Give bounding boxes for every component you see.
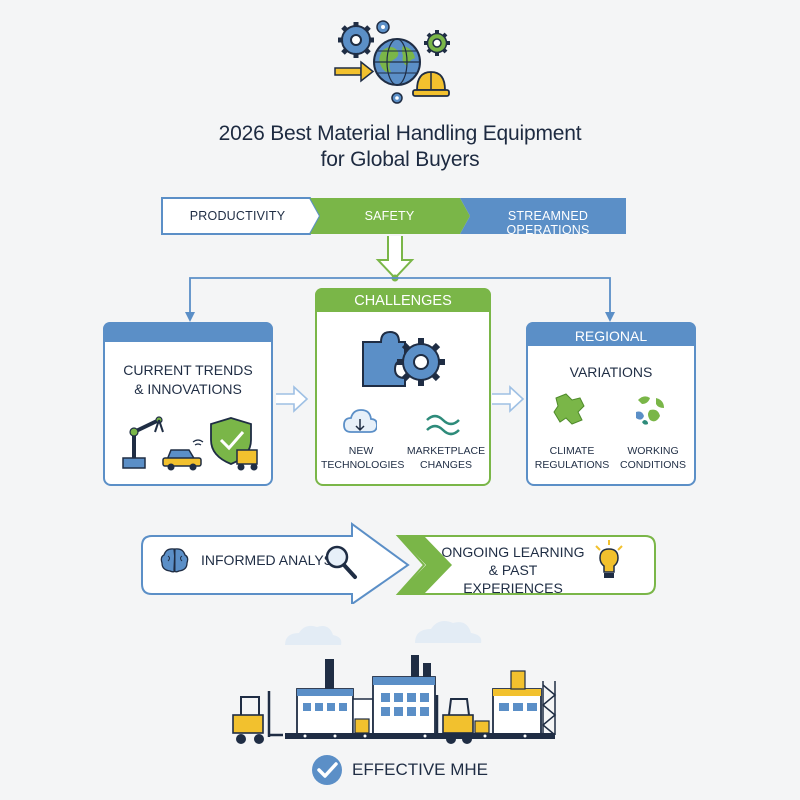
forklift-icon [435, 695, 474, 744]
factory-icon [232, 621, 557, 744]
connector-lines [185, 236, 615, 322]
regional-label-working-conditions: Working Conditions [620, 445, 686, 471]
page-title: 2026 Best Material Handling Equipment [218, 122, 582, 145]
forklift-icon [236, 449, 258, 471]
pillar-bar [161, 197, 626, 235]
wave-icon [426, 414, 460, 436]
gear-icon [376, 20, 390, 34]
header-icon-cluster [334, 20, 450, 104]
pillar-productivity: Productivity [189, 209, 286, 223]
puzzle-gear-icon [362, 330, 445, 387]
regional-header: Regional [574, 328, 648, 344]
cloud-icon [343, 409, 377, 433]
magnifier-icon [325, 545, 357, 579]
globe-icon [373, 38, 421, 86]
trends-title-line2: & Innovations [134, 381, 242, 397]
page-subtitle: for Global Buyers [320, 148, 480, 171]
check-circle-icon [312, 755, 342, 785]
card-challenges: Challenges New Technologies Marketplace … [315, 288, 491, 486]
gear-icon [391, 92, 403, 104]
card-current-trends: Current Trends & Innovations [103, 322, 273, 486]
process-bar [141, 522, 656, 604]
hard-hat-icon [412, 71, 450, 97]
card-regional-variations: Regional Variations Climate Regulations … [526, 322, 696, 486]
forklift-icon [232, 691, 283, 744]
arrow-right-icon [334, 60, 375, 83]
map-icon [553, 393, 585, 425]
arrow-right-icon [276, 385, 309, 413]
trends-title-line1: Current Trends [123, 362, 253, 378]
lightbulb-icon [595, 540, 623, 578]
globe-icon [636, 396, 664, 425]
challenge-label-marketplace-changes: Marketplace Changes [406, 445, 486, 471]
regional-label-climate-regulations: Climate Regulations [534, 445, 610, 471]
result-effective-mhe: Effective MHE [352, 760, 489, 779]
arrow-right-icon [492, 385, 525, 413]
challenges-header: Challenges [354, 293, 452, 309]
challenge-label-new-technologies: New Technologies [321, 445, 405, 471]
process-ongoing-learning: Ongoing Learning & Past Experiences [441, 544, 585, 596]
gear-icon [338, 22, 374, 58]
regional-title: Variations [569, 364, 653, 380]
pillar-streamlined-operations: Streamned Operations [506, 209, 590, 237]
gear-icon [424, 30, 450, 56]
pillar-safety: Safety [364, 209, 415, 223]
car-icon [162, 439, 204, 471]
brain-icon [160, 548, 189, 573]
robot-arm-icon [122, 416, 164, 469]
process-informed-analysis: Informed Analysis [201, 552, 347, 568]
